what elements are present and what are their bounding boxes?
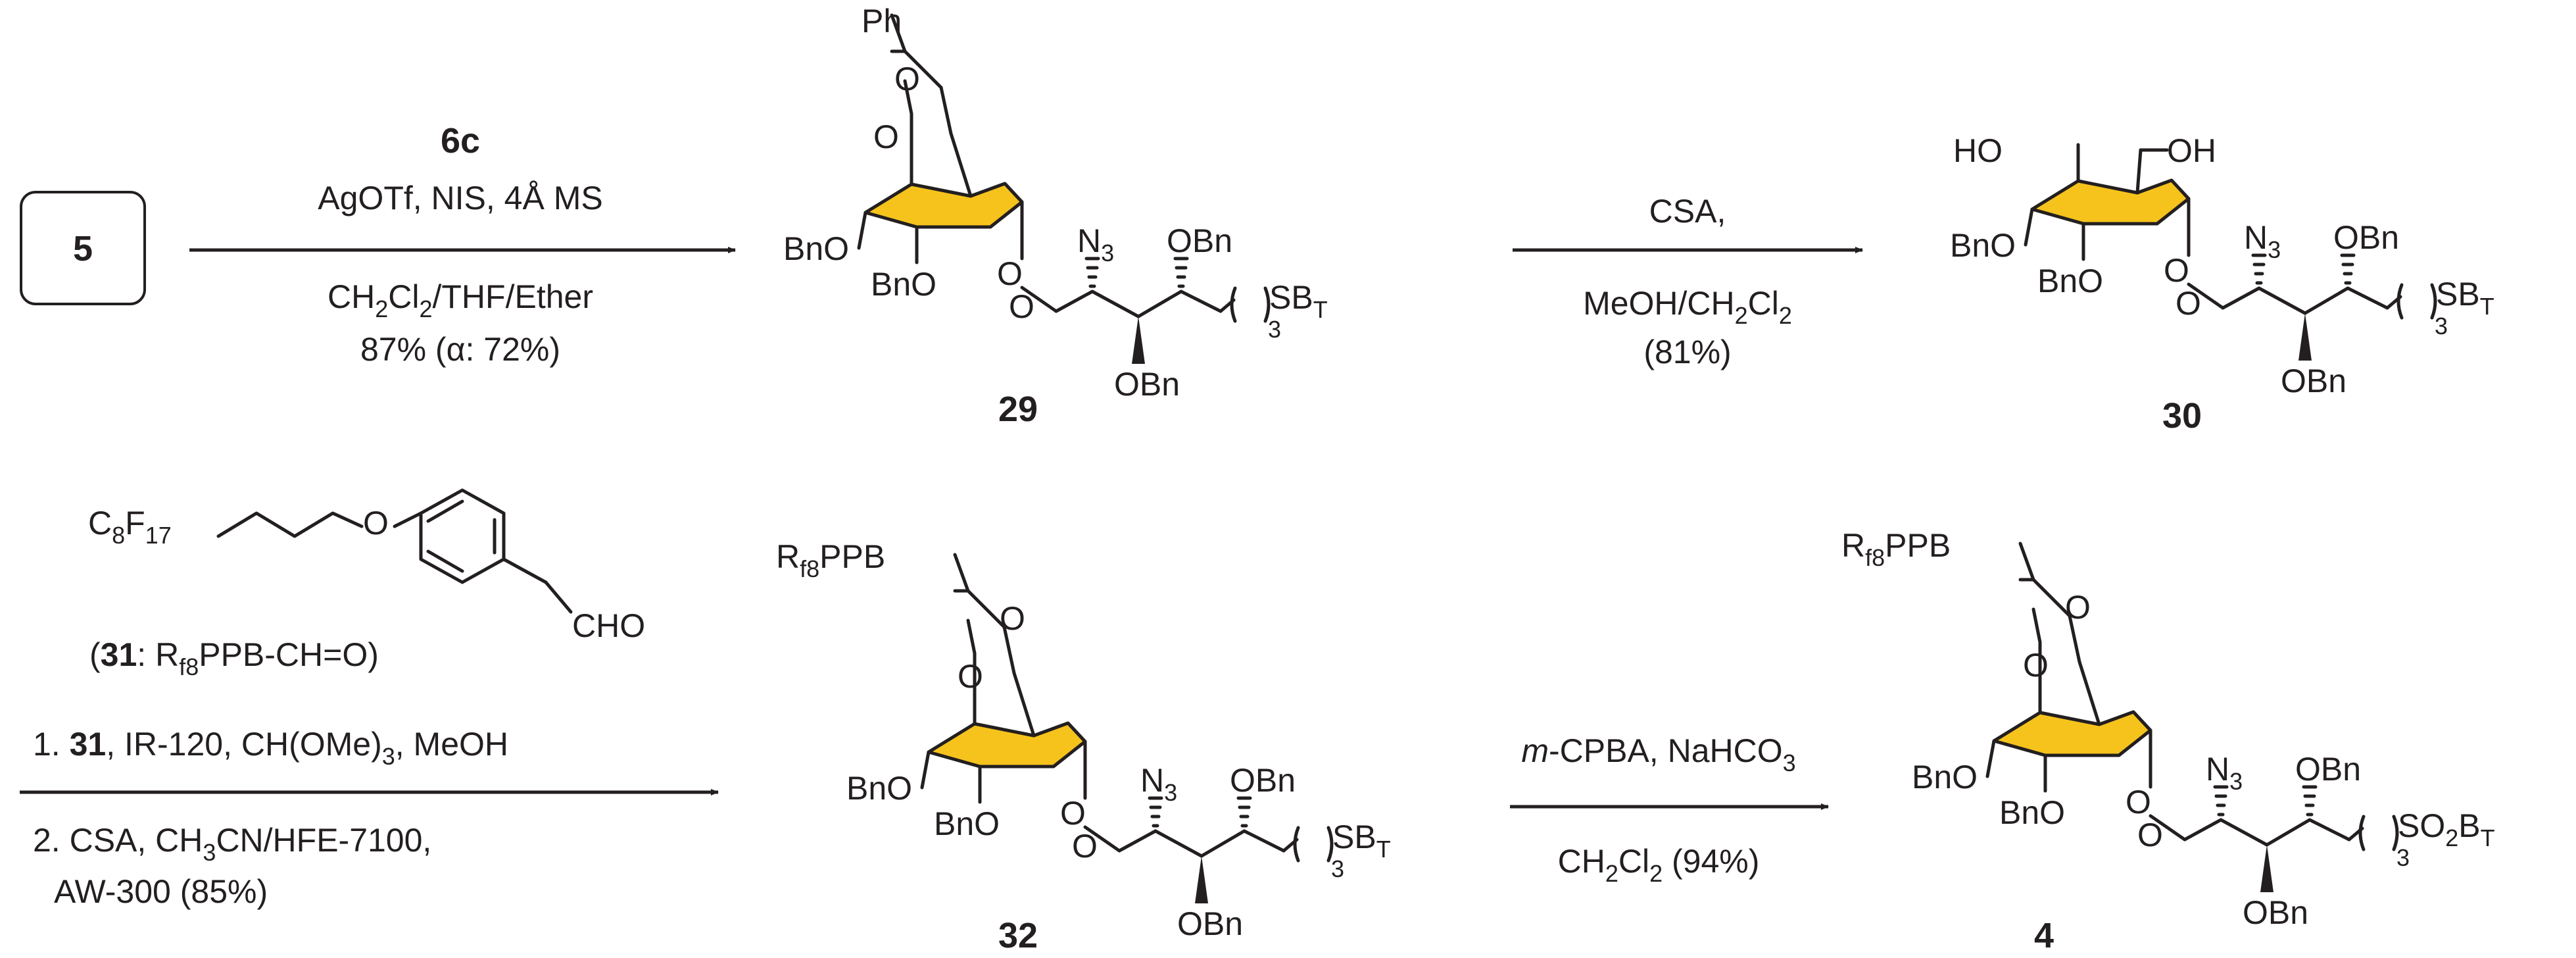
svg-text:OBn: OBn (1230, 762, 1296, 799)
svg-text:OH: OH (2167, 132, 2216, 169)
svg-text:O: O (2164, 252, 2189, 289)
svg-text:Rf8PPB: Rf8PPB (1841, 527, 1951, 571)
svg-text:3: 3 (1331, 855, 1344, 882)
reagent-6c: 6c (441, 121, 480, 161)
step-1-conditions: 1. 31, IR-120, CH(OMe)3, MeOH (33, 726, 508, 770)
svg-text:SBT: SBT (1332, 819, 1391, 863)
svg-text:3: 3 (1268, 316, 1281, 343)
svg-text:OBn: OBn (2333, 219, 2399, 256)
svg-text:OBn: OBn (1114, 366, 1180, 403)
svg-text:N3: N3 (1140, 762, 1177, 806)
svg-text:Rf8PPB: Rf8PPB (776, 538, 885, 582)
compound-30-label: 30 (2162, 396, 2202, 436)
compound-4-structure: Rf8PPB O O BnO BnO O O N3 OBn OBn 3 SO2B… (1841, 527, 2495, 931)
svg-text:C8F17: C8F17 (88, 505, 172, 549)
solvent-line-2: MeOH/CH2Cl2 (1583, 285, 1792, 329)
svg-text:3: 3 (2435, 313, 2448, 340)
svg-text:N3: N3 (2206, 751, 2243, 795)
compound-4-label: 4 (2034, 916, 2054, 955)
svg-text:Ph: Ph (862, 3, 902, 39)
svg-text:CHO: CHO (572, 607, 645, 644)
svg-text:BnO: BnO (871, 266, 936, 303)
svg-text:O: O (363, 505, 389, 542)
svg-text:O: O (1000, 600, 1025, 637)
compound-5-box (20, 191, 146, 305)
reagent-mcpba: m-CPBA, NaHCO3 (1521, 732, 1795, 776)
step-2-conditions-line-2: AW-300 (85%) (54, 873, 268, 910)
svg-text:OBn: OBn (1167, 222, 1232, 259)
compound-32-label: 32 (998, 916, 1038, 955)
solvent-line-4: CH2Cl2 (94%) (1558, 843, 1760, 887)
solvent-line: CH2Cl2/THF/Ether (328, 278, 593, 322)
compound-30-structure: HO OH BnO BnO O O N3 OBn OBn 3 SBT (1950, 132, 2494, 399)
svg-text:O: O (2023, 647, 2049, 684)
step-2-conditions: 2. CSA, CH3CN/HFE-7100, (33, 822, 431, 866)
svg-text:SBT: SBT (1269, 279, 1328, 323)
svg-text:O: O (958, 658, 983, 695)
svg-text:OBn: OBn (1177, 905, 1243, 942)
yield-line-1: 87% (α: 72%) (360, 331, 560, 368)
compound-32-structure: Rf8PPB O O BnO BnO O O N3 OBn OBn 3 SBT (776, 538, 1391, 942)
svg-text:BnO: BnO (846, 770, 912, 807)
svg-text:3: 3 (2396, 844, 2410, 871)
svg-text:O: O (894, 61, 920, 97)
aldehyde-31-structure: C8F17 O CHO (88, 488, 645, 644)
svg-text:O: O (1072, 828, 1098, 865)
compound-29-structure: Ph O O BnO BnO O O N3 OBn OBn 3 SBT (783, 3, 1328, 403)
svg-text:OBn: OBn (2281, 363, 2346, 399)
svg-text:O: O (997, 255, 1023, 292)
svg-text:O: O (2065, 589, 2091, 626)
svg-text:N3: N3 (1077, 222, 1114, 266)
reagents-line-1: AgOTf, NIS, 4Å MS (318, 180, 602, 216)
svg-text:N3: N3 (2244, 219, 2281, 263)
svg-text:O: O (2175, 285, 2201, 322)
svg-text:O: O (2137, 817, 2163, 853)
svg-text:O: O (1009, 288, 1034, 325)
svg-text:OBn: OBn (2243, 894, 2308, 931)
svg-text:BnO: BnO (2037, 263, 2103, 299)
svg-text:BnO: BnO (783, 230, 849, 267)
reagent-csa: CSA, (1649, 193, 1726, 230)
aldehyde-31-note: (31: Rf8PPB-CH=O) (89, 636, 379, 680)
svg-text:O: O (1060, 795, 1086, 832)
svg-text:SBT: SBT (2436, 276, 2494, 320)
svg-text:HO: HO (1953, 132, 2003, 169)
svg-text:BnO: BnO (1950, 227, 2016, 264)
svg-text:SO2BT: SO2BT (2398, 807, 2495, 851)
svg-text:O: O (873, 118, 899, 155)
yield-line-2: (81%) (1643, 334, 1731, 370)
svg-text:O: O (2126, 784, 2151, 820)
svg-text:BnO: BnO (1999, 794, 2065, 831)
compound-5-label: 5 (73, 229, 93, 268)
svg-text:OBn: OBn (2295, 751, 2361, 788)
svg-text:BnO: BnO (1912, 759, 1978, 795)
compound-29-label: 29 (998, 390, 1038, 429)
svg-text:BnO: BnO (934, 805, 1000, 842)
